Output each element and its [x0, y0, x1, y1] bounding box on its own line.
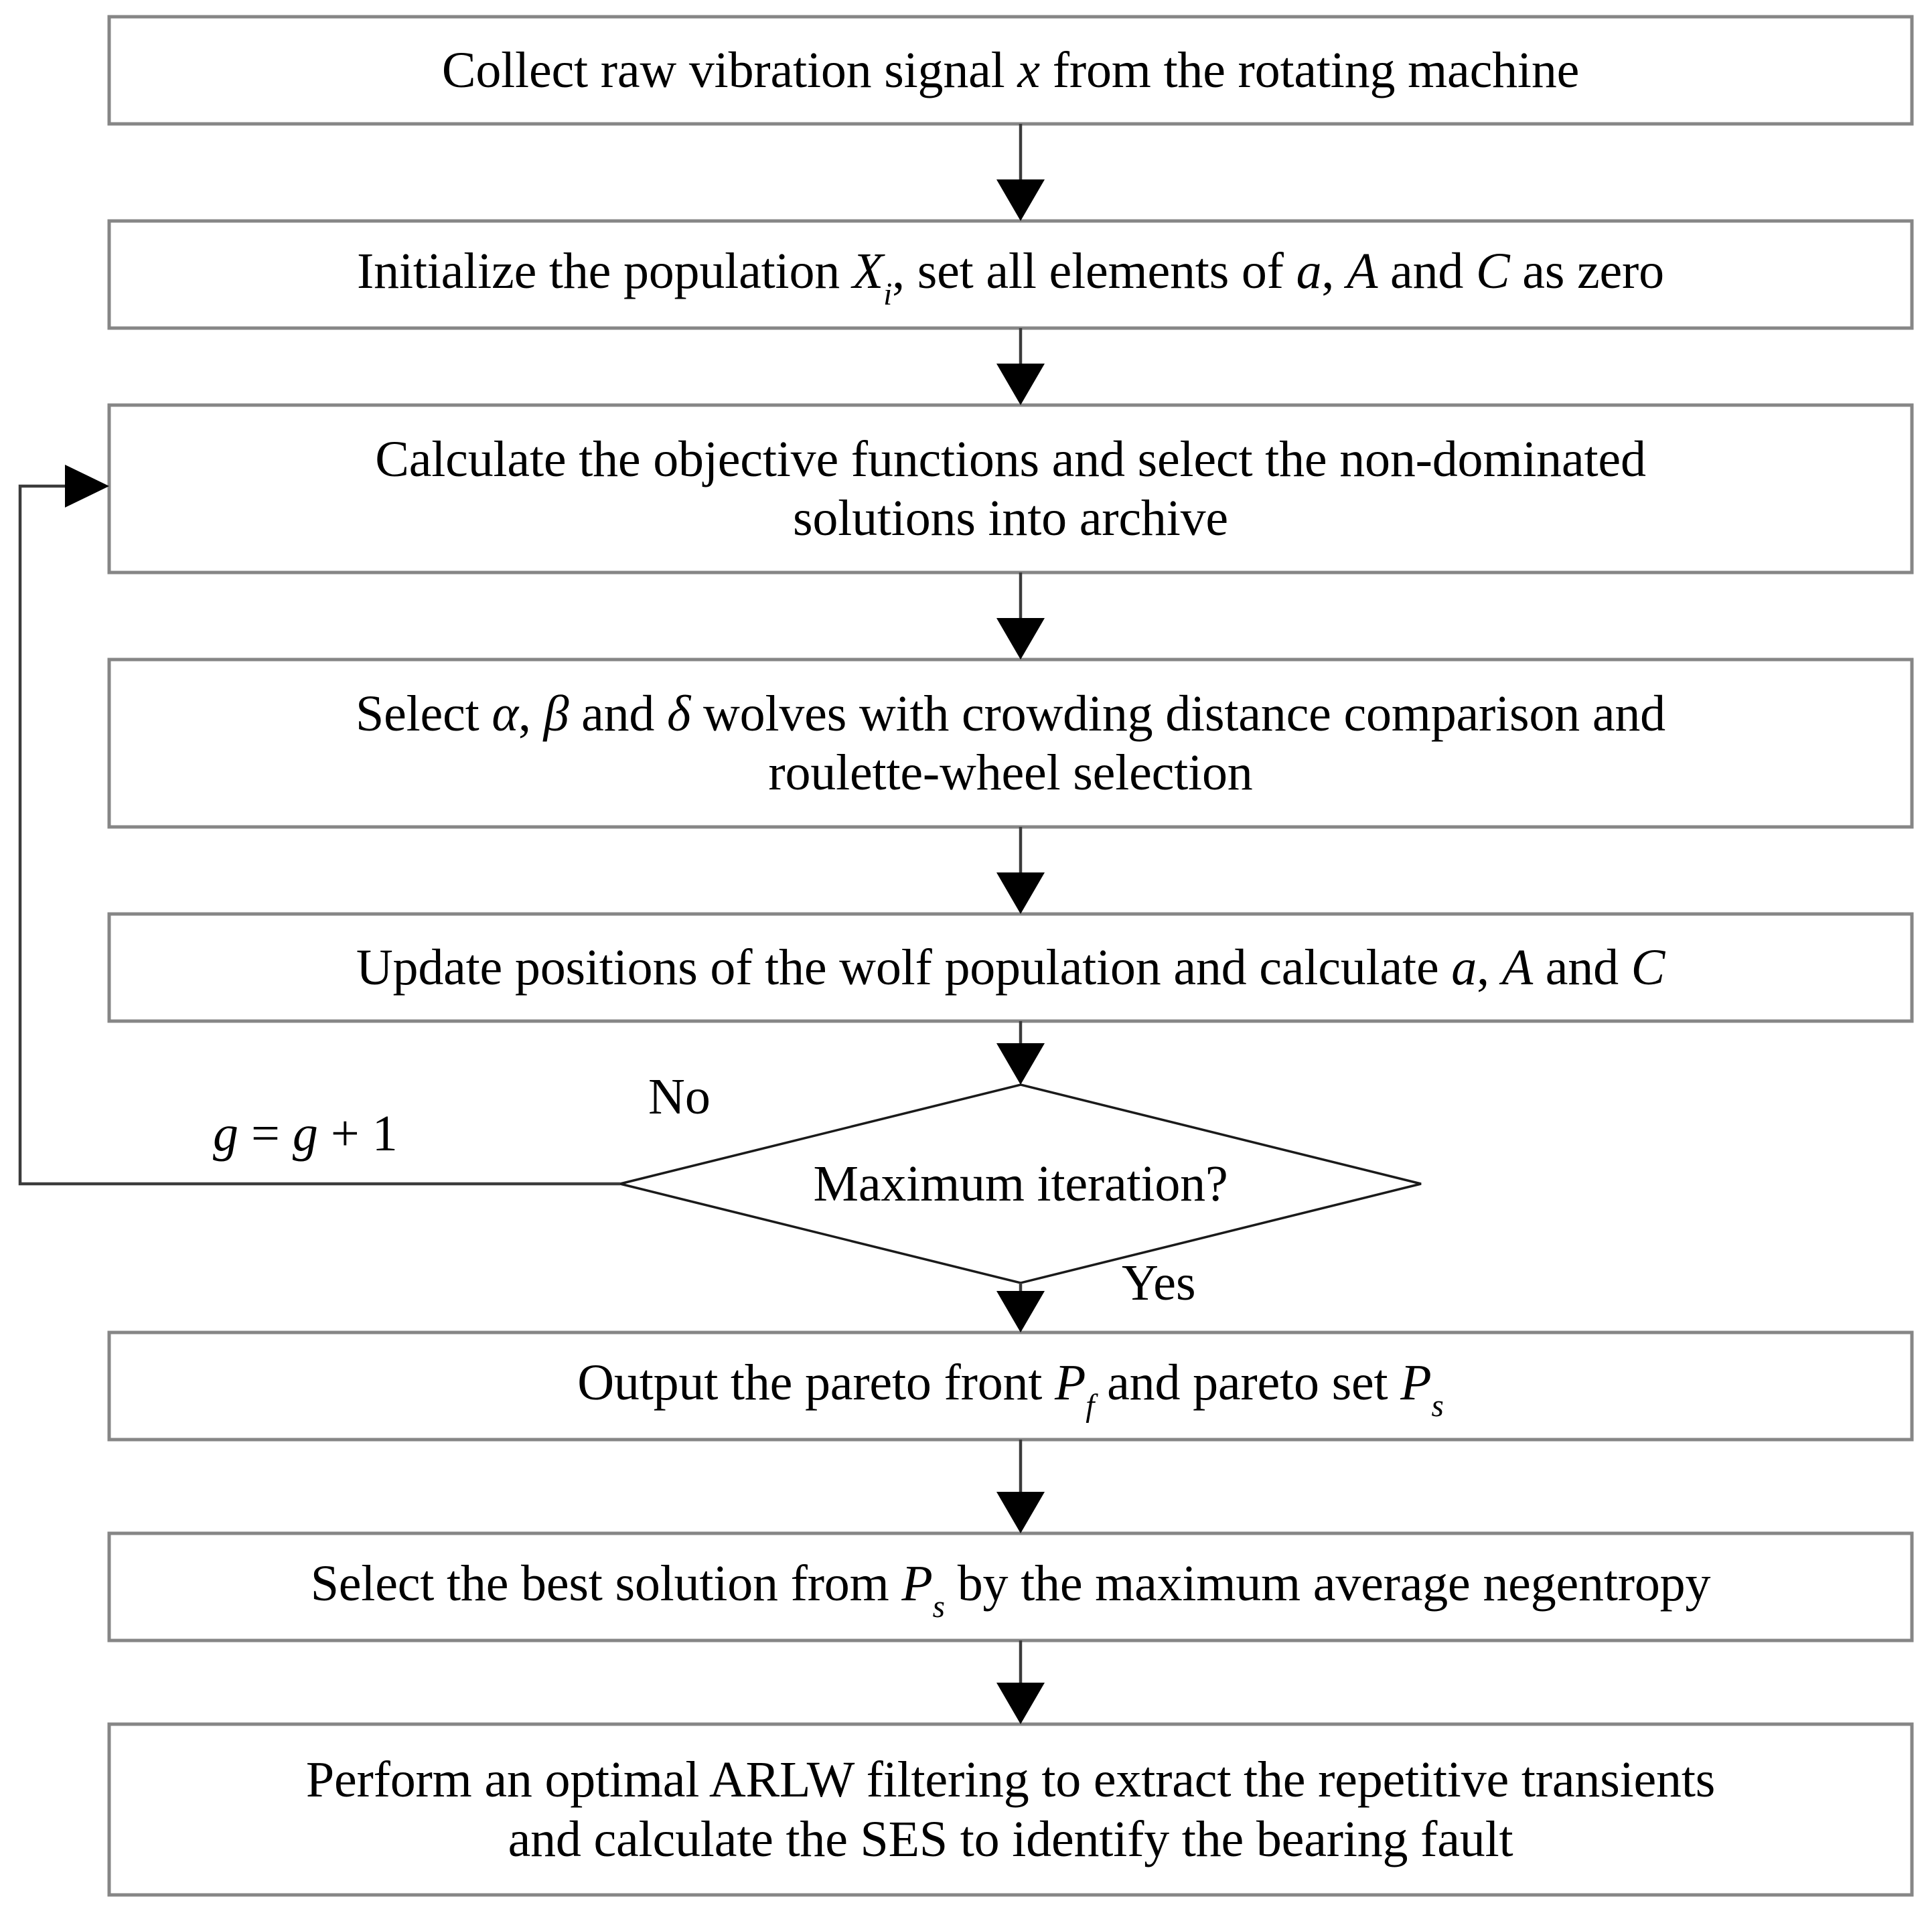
node-box-select-wolves[interactable] — [107, 658, 1914, 829]
node-box-update-positions[interactable] — [107, 912, 1914, 1023]
arrowhead-select-wolves-to-update — [996, 872, 1045, 914]
node-box-calculate-objectives[interactable] — [107, 403, 1914, 574]
node-box-perform-filtering[interactable] — [107, 1722, 1914, 1897]
arrowhead-loopback-to-calculate — [65, 465, 109, 508]
increment-plus-one: + 1 — [317, 1105, 398, 1162]
increment-equals: = — [238, 1105, 293, 1162]
arrowhead-initialize-to-calculate — [996, 364, 1045, 405]
edge-label-increment-g: g = g + 1 — [213, 1108, 398, 1159]
node-box-select-best[interactable] — [107, 1531, 1914, 1642]
node-box-output-pareto[interactable] — [107, 1330, 1914, 1442]
no-label-text: No — [648, 1069, 711, 1125]
increment-variable-g2: g — [292, 1105, 318, 1162]
edge-label-no: No — [648, 1071, 711, 1122]
arrowhead-calculate-to-select-wolves — [996, 618, 1045, 660]
edge-label-yes: Yes — [1122, 1257, 1196, 1308]
yes-label-text: Yes — [1122, 1255, 1196, 1311]
arrowhead-collect-to-initialize — [996, 179, 1045, 221]
arrowhead-select-best-to-perform — [996, 1683, 1045, 1724]
node-box-initialize[interactable] — [107, 219, 1914, 330]
edge-decision-no-loopback — [18, 484, 620, 1186]
node-box-collect-signal[interactable] — [107, 15, 1914, 126]
arrowhead-decision-yes-to-output — [996, 1291, 1045, 1332]
arrowhead-update-to-decision — [996, 1043, 1045, 1085]
node-diamond-max-iteration[interactable] — [619, 1083, 1422, 1284]
increment-variable-g1: g — [213, 1105, 238, 1162]
arrowhead-output-to-select-best — [996, 1492, 1045, 1533]
